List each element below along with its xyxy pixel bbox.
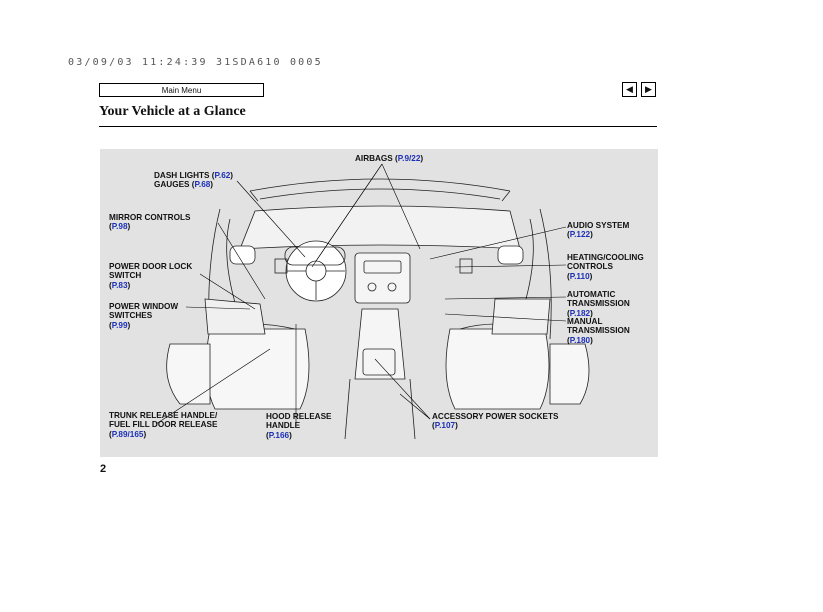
mirror-controls-page-link[interactable]: P.98 bbox=[111, 222, 128, 232]
audio-system-page-link[interactable]: P.122 bbox=[569, 230, 591, 240]
title-divider bbox=[99, 126, 657, 127]
trunk-release-label: TRUNK RELEASE HANDLE/ FUEL FILL DOOR REL… bbox=[109, 411, 218, 439]
manual-transmission-label: MANUAL TRANSMISSION (P.180) bbox=[567, 317, 630, 345]
audio-system-label: AUDIO SYSTEM (P.122) bbox=[567, 221, 630, 240]
dash-lights-gauges-label: DASH LIGHTS (P.62) GAUGES (P.68) bbox=[154, 171, 234, 190]
power-window-label: POWER WINDOW SWITCHES (P.99) bbox=[109, 302, 179, 330]
power-door-lock-page-link[interactable]: P.83 bbox=[111, 280, 128, 290]
main-menu-button[interactable]: Main Menu bbox=[99, 83, 264, 97]
next-arrow-icon: ▶ bbox=[645, 84, 652, 94]
automatic-transmission-label: AUTOMATIC TRANSMISSION (P.182) bbox=[567, 290, 630, 318]
gauges-page-link[interactable]: P.68 bbox=[194, 180, 211, 190]
heating-cooling-label: HEATING/COOLING CONTROLS (P.110) bbox=[567, 253, 644, 281]
previous-page-button[interactable]: ◀ bbox=[622, 82, 637, 97]
prev-arrow-icon: ◀ bbox=[626, 84, 633, 94]
heating-cooling-page-link[interactable]: P.110 bbox=[569, 271, 590, 281]
hood-release-page-link[interactable]: P.166 bbox=[268, 430, 290, 440]
dash-lights-page-link[interactable]: P.62 bbox=[214, 171, 231, 180]
mirror-controls-label: MIRROR CONTROLS (P.98) bbox=[109, 213, 191, 232]
page-number: 2 bbox=[100, 463, 107, 475]
airbags-label: AIRBAGS (P.9/22) bbox=[355, 154, 424, 163]
hood-release-label: HOOD RELEASE HANDLE (P.166) bbox=[266, 412, 332, 440]
power-window-page-link[interactable]: P.99 bbox=[111, 320, 128, 330]
accessory-power-page-link[interactable]: P.107 bbox=[434, 421, 456, 431]
manual-transmission-page-link[interactable]: P.180 bbox=[569, 335, 591, 345]
automatic-transmission-page-link[interactable]: P.182 bbox=[569, 308, 591, 318]
trunk-release-page-link[interactable]: P.89/165 bbox=[111, 429, 144, 439]
print-stamp: 03/09/03 11:24:39 31SDA610 0005 bbox=[68, 57, 323, 68]
airbags-page-link[interactable]: P.9/22 bbox=[397, 154, 421, 163]
vehicle-interior-diagram bbox=[155, 163, 590, 440]
power-door-lock-label: POWER DOOR LOCK SWITCH (P.83) bbox=[109, 262, 193, 290]
accessory-power-label: ACCESSORY POWER SOCKETS (P.107) bbox=[432, 412, 559, 431]
next-page-button[interactable]: ▶ bbox=[641, 82, 656, 97]
page-title: Your Vehicle at a Glance bbox=[99, 104, 246, 119]
